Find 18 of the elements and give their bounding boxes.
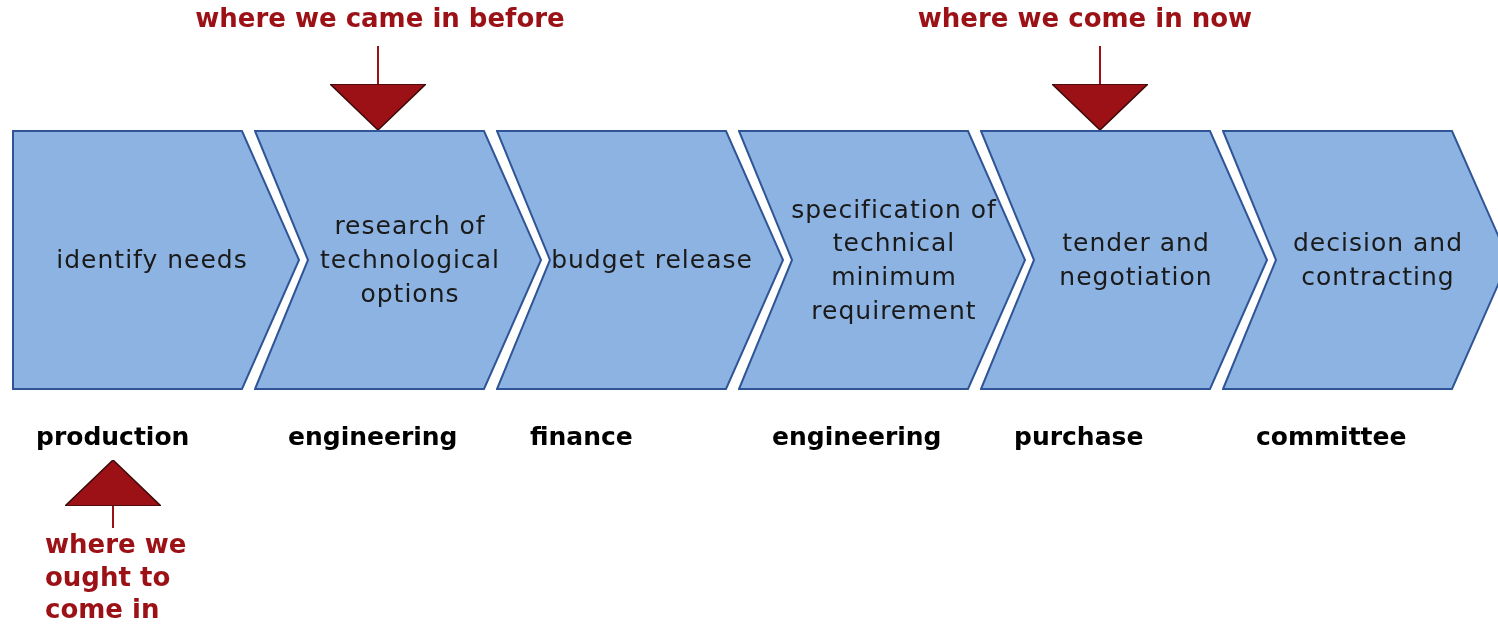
- step-label: budget release: [551, 244, 753, 277]
- pointer-arrow: [64, 459, 162, 529]
- annotation-text: where we come in now: [916, 2, 1254, 35]
- step-label: research of technological options: [319, 210, 501, 310]
- step-label: decision and contracting: [1291, 227, 1464, 293]
- pointer-arrow: [329, 45, 427, 131]
- step-label: specification of technical minimum requirement: [790, 193, 998, 327]
- department-label: production: [36, 422, 190, 451]
- department-label: engineering: [288, 422, 458, 451]
- department-label: finance: [530, 422, 633, 451]
- step-label: identify needs: [56, 244, 248, 277]
- department-label: engineering: [772, 422, 942, 451]
- department-label: committee: [1256, 422, 1407, 451]
- department-label: purchase: [1014, 422, 1144, 451]
- annotation-text: where we ought to come in: [45, 528, 188, 626]
- pointer-arrow: [1051, 45, 1149, 131]
- annotation-text: where we came in before: [195, 2, 565, 35]
- step-label: tender and negotiation: [1058, 227, 1214, 293]
